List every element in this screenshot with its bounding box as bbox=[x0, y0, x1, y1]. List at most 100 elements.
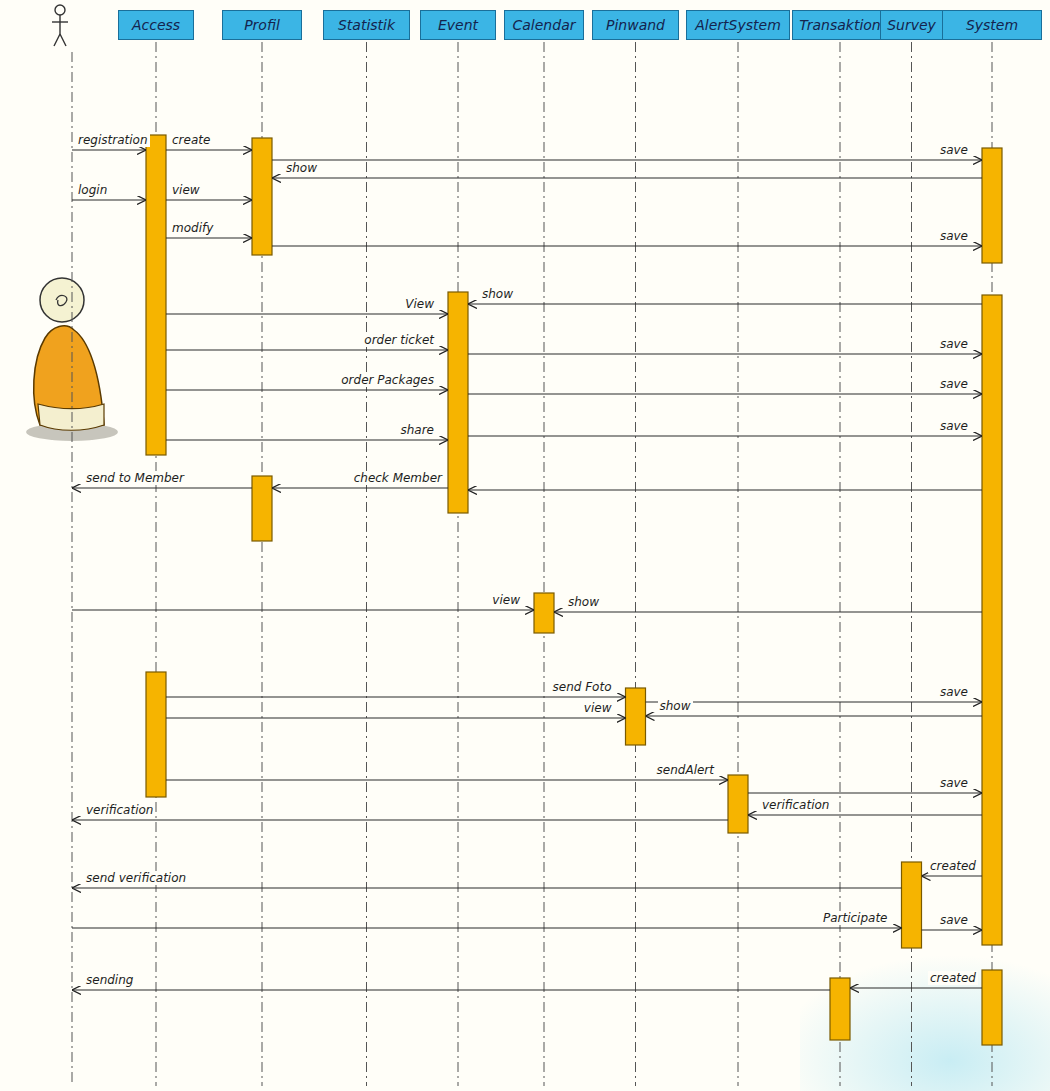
activation-bar bbox=[252, 476, 272, 541]
lifeline-name: AlertSystem bbox=[695, 17, 781, 33]
lifeline-header: Event bbox=[420, 10, 496, 40]
message-label: save bbox=[938, 913, 970, 927]
actor-message-arrow bbox=[72, 887, 902, 888]
message-label: verification bbox=[760, 798, 831, 812]
message-arrow bbox=[166, 199, 252, 200]
message-arrow bbox=[272, 487, 448, 488]
message-label: save bbox=[938, 337, 970, 351]
activation-bar bbox=[146, 135, 166, 455]
lifeline-header: Survey bbox=[880, 10, 943, 40]
lifeline-name: Transaktion bbox=[799, 17, 880, 33]
message-label: created bbox=[928, 971, 978, 985]
activation-bar bbox=[534, 593, 554, 633]
message-label: save bbox=[938, 377, 970, 391]
actor-message-arrow bbox=[72, 487, 252, 488]
message-arrow bbox=[166, 779, 728, 780]
message-label: order ticket bbox=[362, 333, 436, 347]
lifeline-name: Access bbox=[132, 17, 180, 33]
message-arrow bbox=[272, 245, 982, 246]
message-label: modify bbox=[170, 221, 215, 235]
message-label: save bbox=[938, 776, 970, 790]
message-arrow bbox=[554, 611, 982, 612]
lifeline bbox=[840, 42, 841, 1086]
lifeline-name: Event bbox=[438, 17, 478, 33]
lifeline-header: System bbox=[942, 10, 1042, 40]
lifeline-header: Calendar bbox=[504, 10, 584, 40]
activation-bar bbox=[830, 978, 850, 1040]
message-label: show bbox=[284, 161, 319, 175]
paper-tint bbox=[800, 940, 1050, 1091]
lifeline-name: Calendar bbox=[513, 17, 576, 33]
message-label: verification bbox=[84, 803, 155, 817]
actor-body bbox=[59, 15, 60, 34]
lifeline-header: Profil bbox=[222, 10, 302, 40]
message-label: save bbox=[938, 419, 970, 433]
message-label: view bbox=[170, 183, 202, 197]
message-arrow bbox=[166, 349, 448, 350]
doodle-face bbox=[56, 296, 67, 306]
message-arrow bbox=[166, 237, 252, 238]
message-label: sendAlert bbox=[655, 763, 716, 777]
message-label: created bbox=[928, 859, 978, 873]
message-arrow bbox=[272, 177, 982, 178]
message-arrow bbox=[922, 875, 983, 876]
lifeline-name: Pinwand bbox=[606, 17, 665, 33]
doodle-head bbox=[40, 278, 84, 322]
message-label: Participate bbox=[821, 911, 890, 925]
doodle-base bbox=[38, 404, 104, 430]
activation-bar bbox=[982, 295, 1002, 945]
lifeline bbox=[544, 42, 545, 1086]
message-label: View bbox=[403, 297, 436, 311]
message-label: show bbox=[658, 699, 693, 713]
message-arrow bbox=[272, 159, 982, 160]
message-label: save bbox=[938, 143, 970, 157]
message-label: share bbox=[398, 423, 436, 437]
actor-leg bbox=[54, 34, 60, 46]
message-arrow bbox=[748, 814, 982, 815]
actor-message-arrow bbox=[72, 199, 146, 200]
message-arrow bbox=[646, 701, 983, 702]
lifeline bbox=[72, 52, 73, 1086]
message-label: registration bbox=[76, 133, 150, 147]
actor-message-arrow bbox=[72, 927, 902, 928]
lifeline-name: Profil bbox=[244, 17, 280, 33]
message-arrow bbox=[166, 389, 448, 390]
message-arrow bbox=[748, 792, 982, 793]
activation-bar bbox=[982, 970, 1002, 1045]
message-arrow bbox=[850, 987, 982, 988]
message-label: show bbox=[566, 595, 601, 609]
message-arrow bbox=[468, 303, 982, 304]
message-label: save bbox=[938, 229, 970, 243]
lifeline bbox=[458, 42, 459, 1086]
lifeline-header: AlertSystem bbox=[686, 10, 790, 40]
activation-bar bbox=[902, 862, 922, 948]
message-arrow bbox=[646, 715, 983, 716]
message-arrow bbox=[166, 696, 626, 697]
actor-arms bbox=[52, 21, 68, 22]
lifeline bbox=[738, 42, 739, 1086]
activation-bar bbox=[626, 688, 646, 745]
actor-message-arrow bbox=[72, 819, 728, 820]
lifeline bbox=[366, 42, 367, 1086]
message-label: save bbox=[938, 685, 970, 699]
actor-leg bbox=[60, 34, 66, 46]
message-arrow bbox=[468, 435, 982, 436]
actor-figure bbox=[52, 5, 68, 46]
message-label: send to Member bbox=[84, 471, 186, 485]
lifeline-name: Statistik bbox=[338, 17, 395, 33]
message-arrow bbox=[922, 929, 983, 930]
lifeline-name: System bbox=[966, 17, 1018, 33]
actor-message-arrow bbox=[72, 989, 830, 990]
message-arrow bbox=[166, 149, 252, 150]
message-label: send verification bbox=[84, 871, 188, 885]
message-arrow bbox=[468, 489, 982, 490]
message-arrow bbox=[166, 717, 626, 718]
message-arrow bbox=[166, 439, 448, 440]
message-arrow bbox=[166, 313, 448, 314]
message-label: show bbox=[480, 287, 515, 301]
lifeline-header: Transaktion bbox=[792, 10, 888, 40]
lifeline-header: Statistik bbox=[323, 10, 410, 40]
activation-bar bbox=[448, 292, 468, 513]
